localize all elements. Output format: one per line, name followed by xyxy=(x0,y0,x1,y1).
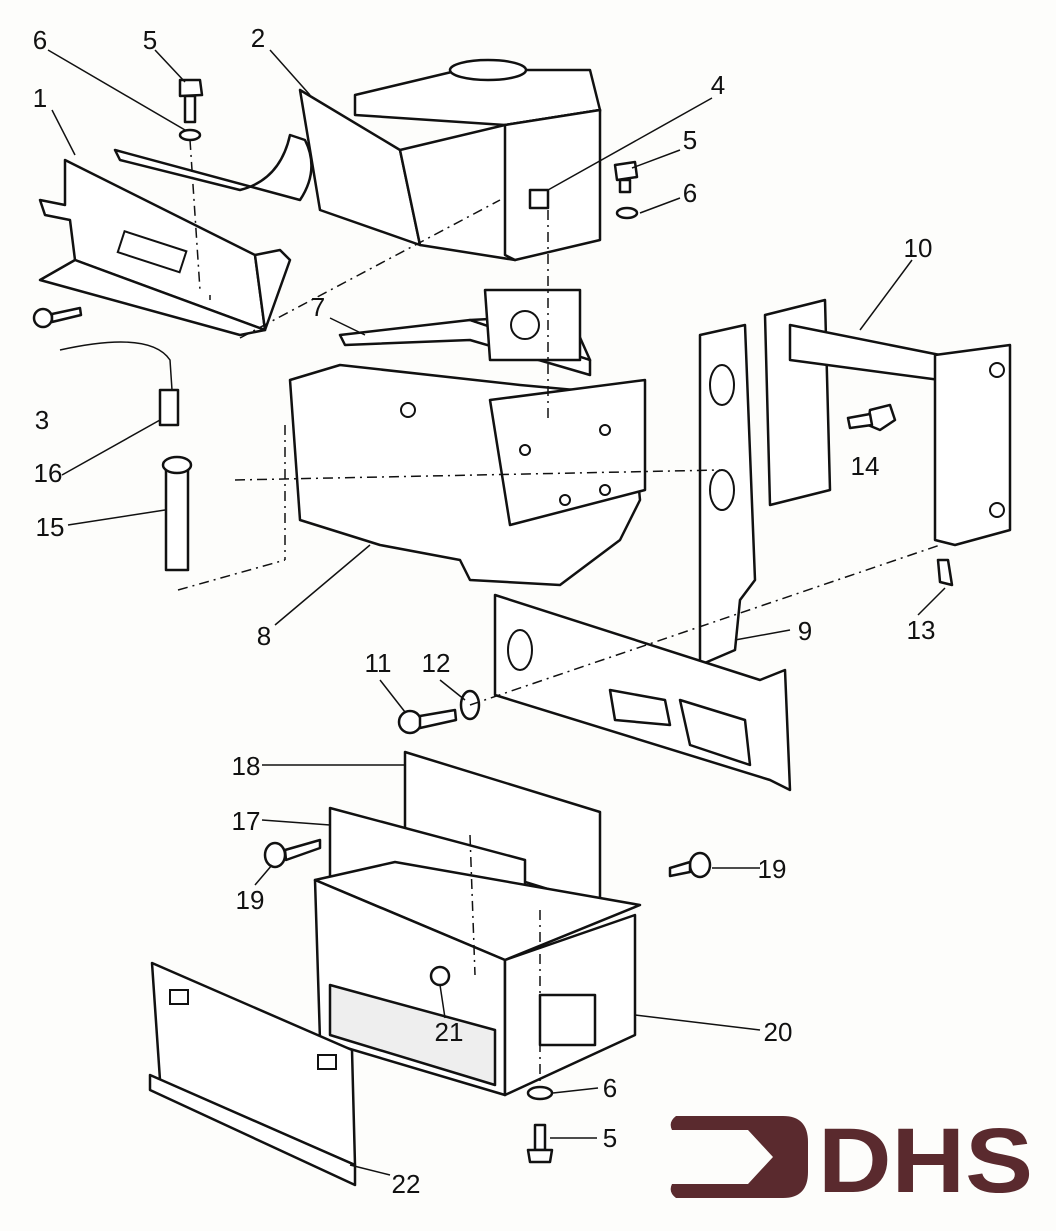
part-1-casing-panel xyxy=(38,133,313,337)
part-19-screw-right xyxy=(668,851,712,879)
part-10-bracket xyxy=(763,298,1012,547)
part-3-screw xyxy=(32,306,83,329)
callout-16: 16 xyxy=(33,458,63,488)
callout-7: 7 xyxy=(310,292,326,322)
alignment-lines xyxy=(177,139,941,1085)
callout-10: 10 xyxy=(903,233,933,263)
callout-5: 5 xyxy=(142,25,158,55)
callout-5: 5 xyxy=(682,125,698,155)
callout-9: 9 xyxy=(797,616,813,646)
callout-17: 17 xyxy=(231,806,261,836)
callout-12: 12 xyxy=(421,648,451,678)
part-16-probe xyxy=(59,341,180,427)
dhs-logo: DHS xyxy=(670,1112,1033,1202)
callout-6: 6 xyxy=(32,25,48,55)
callout-20: 20 xyxy=(763,1017,793,1047)
part-8-heat-exchanger xyxy=(288,288,647,587)
callout-8: 8 xyxy=(256,621,272,651)
callout-19: 19 xyxy=(757,854,787,884)
part-14-bolt xyxy=(846,403,897,432)
part-21-nut xyxy=(429,965,451,987)
part-11-screw xyxy=(397,708,458,735)
callout-4: 4 xyxy=(710,70,726,100)
callout-19: 19 xyxy=(235,885,265,915)
part-15-tube xyxy=(161,455,193,572)
part-2-flue-hood xyxy=(298,58,602,262)
part-6-washer-bottom xyxy=(526,1085,554,1101)
callout-1: 1 xyxy=(32,83,48,113)
part-19-screw xyxy=(263,838,322,869)
part-4-nut xyxy=(528,188,550,210)
part-5-screw-right xyxy=(613,160,639,220)
callout-22: 22 xyxy=(391,1169,421,1199)
leader-lines xyxy=(47,49,946,1176)
callout-5: 5 xyxy=(602,1123,618,1153)
callout-3: 3 xyxy=(34,405,50,435)
callout-13: 13 xyxy=(906,615,936,645)
callout-2: 2 xyxy=(250,23,266,53)
part-5-screw xyxy=(178,78,204,142)
part-13-clip xyxy=(936,558,954,587)
callout-6: 6 xyxy=(682,178,698,208)
callout-11: 11 xyxy=(364,648,392,678)
logo-text: DHS xyxy=(818,1112,1033,1202)
part-5-screw-bottom xyxy=(526,1123,554,1164)
part-9-back-frame xyxy=(493,323,792,792)
callout-14: 14 xyxy=(850,451,880,481)
part-22-cover xyxy=(148,961,357,1187)
callout-6: 6 xyxy=(602,1073,618,1103)
callout-21: 21 xyxy=(434,1017,464,1047)
callout-15: 15 xyxy=(35,512,65,542)
part-20-box xyxy=(313,860,642,1097)
callout-18: 18 xyxy=(231,751,261,781)
